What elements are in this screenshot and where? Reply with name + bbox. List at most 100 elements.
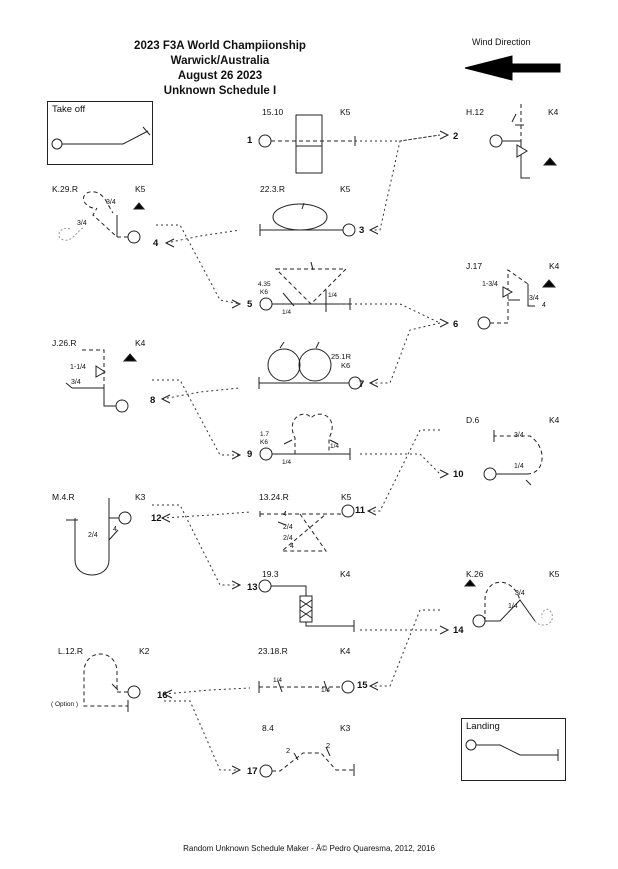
maneuver-1-code: 15.10	[262, 107, 284, 117]
maneuver-14-k: K5	[549, 569, 560, 579]
schedule-date: August 26 2023	[177, 70, 263, 82]
m10-label-3-4: 3/4	[514, 432, 524, 439]
takeoff-symbol	[51, 126, 151, 150]
maneuver-4-code: K.29.R	[52, 184, 78, 194]
m5-label-1-4-a: 1/4	[328, 292, 338, 299]
maneuver-16-code: L.12.R	[58, 646, 84, 656]
maneuver-6-code: J.17	[466, 261, 483, 271]
maneuver-8-code: J.26.R	[52, 338, 77, 348]
m4-label-3-4-a: 3/4	[106, 199, 116, 206]
schedule-name: Unknown Schedule I	[163, 85, 277, 97]
maneuver-10-k: K4	[549, 415, 560, 425]
wind-direction-label: Wind Direction	[472, 37, 531, 47]
sequence-number-8: 8	[150, 395, 156, 406]
figure-2	[489, 104, 558, 179]
maneuver-3-k: K5	[340, 184, 351, 194]
schedule-title: 2023 F3A World Champiionship	[134, 40, 306, 52]
figure-11	[259, 504, 355, 552]
figure-5	[259, 261, 351, 312]
maneuver-2-k: K4	[548, 107, 559, 117]
m11-label-2-4-a: 2/4	[283, 524, 293, 531]
m11-label-2-4-b: 2/4	[283, 535, 293, 542]
m6-label-1-3-4: 1-3/4	[482, 281, 498, 288]
m9-label-1-4-a: 1/4	[330, 443, 340, 450]
figure-10	[483, 430, 543, 486]
maneuver-5-k: K6	[260, 289, 268, 296]
maneuver-9-k: K6	[260, 439, 268, 446]
maneuver-7-k: K6	[341, 361, 351, 370]
sequence-number-7: 7	[359, 379, 365, 390]
sequence-number-5: 5	[247, 299, 253, 310]
maneuver-15-k: K4	[340, 646, 351, 656]
m4-label-3-4-b: 3/4	[77, 220, 87, 227]
figure-14	[463, 579, 553, 628]
figure-8	[65, 349, 138, 413]
sequence-connectors	[152, 134, 441, 771]
m10-label-1-4: 1/4	[514, 463, 524, 470]
maneuver-8-k: K4	[135, 338, 146, 348]
m8-label-3-4: 3/4	[71, 379, 81, 386]
sequence-number-4: 4	[153, 238, 159, 249]
figure-15	[258, 680, 355, 694]
sequence-number-16: 16	[157, 690, 168, 701]
maneuver-3-code: 22.3.R	[260, 184, 286, 194]
maneuver-9-code: 1.7	[260, 431, 270, 438]
sequence-number-13: 13	[247, 582, 258, 593]
landing-box: Landing	[461, 718, 566, 781]
maneuver-5-code: 4.35	[258, 281, 271, 288]
maneuver-10-code: D.6	[466, 415, 480, 425]
m6-label-4: 4	[542, 302, 546, 309]
maneuver-1-k: K5	[340, 107, 351, 117]
m9-label-1-4-b: 1/4	[282, 459, 292, 466]
sequence-number-11: 11	[355, 505, 366, 516]
maneuver-11-k: K5	[341, 492, 352, 502]
footer-credit: Random Unknown Schedule Maker - Â© Pedro…	[183, 844, 435, 853]
sequence-number-9: 9	[247, 449, 253, 460]
figure-9	[259, 413, 351, 461]
m14-label-1-4: 1/4	[508, 603, 518, 610]
landing-label: Landing	[466, 721, 500, 732]
maneuver-16-k: K2	[139, 646, 150, 656]
maneuver-6-k: K4	[549, 261, 560, 271]
takeoff-label: Take off	[52, 104, 86, 115]
sequence-number-15: 15	[357, 680, 368, 691]
m12-label-2-4: 2/4	[88, 532, 98, 539]
figure-6	[477, 269, 557, 330]
maneuver-17-code: 8.4	[262, 723, 274, 733]
m15-label-1-4-a: 1/4	[273, 677, 283, 684]
maneuver-13-code: 19.3	[262, 569, 279, 579]
sequence-number-3: 3	[359, 225, 365, 236]
m14-label-3-4: 3/4	[515, 590, 525, 597]
figure-13	[258, 579, 355, 632]
figure-1	[258, 114, 357, 174]
sequence-number-17: 17	[247, 766, 258, 777]
m17-label-2-b: 2	[326, 741, 331, 750]
maneuver-12-code: M.4.R	[52, 492, 75, 502]
sequence-number-1: 1	[247, 135, 253, 146]
maneuver-15-code: 23.18.R	[258, 646, 288, 656]
figure-12	[66, 498, 132, 576]
maneuver-14-code: K.26	[466, 569, 484, 579]
sequence-number-6: 6	[453, 319, 459, 330]
maneuver-11-code: 13.24.R	[259, 492, 289, 502]
m12-label-4: 4	[113, 526, 117, 533]
m8-label-1-1-4: 1-1/4	[70, 364, 86, 371]
m16-label-option: ( Option )	[51, 701, 79, 708]
sequence-number-14: 14	[453, 625, 464, 636]
m5-label-1-4-b: 1/4	[282, 309, 292, 316]
sequence-number-10: 10	[453, 469, 464, 480]
m6-label-3-4: 3/4	[529, 295, 539, 302]
m11-label-4-b: 4	[290, 543, 294, 550]
figure-7	[258, 341, 362, 390]
takeoff-box: Take off	[47, 101, 153, 165]
maneuver-17-k: K3	[340, 723, 351, 733]
landing-symbol	[465, 739, 559, 761]
schedule-location: Warwick/Australia	[170, 55, 270, 67]
maneuver-4-k: K5	[135, 184, 146, 194]
m15-label-1-4-b: 1/4	[321, 687, 331, 694]
sequence-number-12: 12	[151, 513, 162, 524]
maneuver-12-k: K3	[135, 492, 146, 502]
figure-16	[83, 653, 141, 712]
maneuver-13-k: K4	[340, 569, 351, 579]
